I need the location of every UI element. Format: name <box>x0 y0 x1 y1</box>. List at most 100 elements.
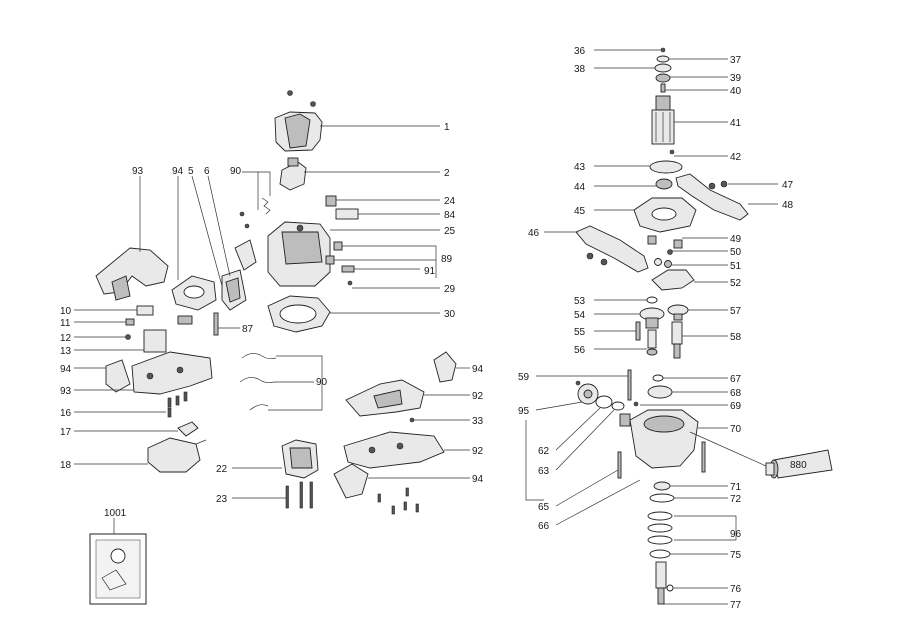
part-46-side-handle <box>575 225 649 273</box>
callout-2: 2 <box>444 168 450 179</box>
callout-96: 96 <box>730 529 742 540</box>
part-70-gear-housing <box>619 409 699 469</box>
part-33 <box>409 417 415 423</box>
part-91 <box>341 265 355 273</box>
callout-93-lower: 93 <box>60 386 72 397</box>
part-63 <box>611 401 625 411</box>
part-50 <box>667 249 673 255</box>
part-45-plate <box>633 197 697 233</box>
callout-11: 11 <box>60 318 71 329</box>
callout-84: 84 <box>444 210 456 221</box>
part-880-grease-tube <box>689 431 833 479</box>
callout-17: 17 <box>60 427 72 438</box>
part-48-side-handle <box>675 173 749 221</box>
part-87-pin <box>213 312 219 336</box>
callout-43: 43 <box>574 162 586 173</box>
callout-92-upper: 92 <box>472 391 484 402</box>
callout-57: 57 <box>730 306 742 317</box>
part-16-screws <box>167 391 188 418</box>
callout-76: 76 <box>730 584 742 595</box>
part-94-grip-right <box>433 351 457 383</box>
part-90-springs-lower <box>239 353 277 411</box>
part-42 <box>669 149 675 155</box>
part-95-crank <box>575 380 599 405</box>
part-51-b <box>664 260 672 268</box>
callout-5: 5 <box>188 166 194 177</box>
part-89-a <box>333 241 343 251</box>
part-51 <box>654 258 662 266</box>
callout-1001: 1001 <box>104 508 127 519</box>
callout-25: 25 <box>444 226 456 237</box>
callout-41: 41 <box>730 118 742 129</box>
callout-65: 65 <box>538 502 550 513</box>
callout-89: 89 <box>441 254 453 265</box>
callout-10: 10 <box>60 306 72 317</box>
part-22-armature <box>281 439 319 479</box>
part-40 <box>660 83 666 93</box>
part-39 <box>655 73 671 83</box>
part-93-handle-top <box>95 247 169 301</box>
part-94-cover-a <box>171 275 217 311</box>
part-65-pin <box>617 451 622 479</box>
screws-bottom <box>377 487 419 515</box>
part-94-grip-left <box>105 359 131 393</box>
part-49-b <box>673 239 683 249</box>
part-90-bracket <box>234 239 257 271</box>
part-93-handle-lower <box>131 351 213 395</box>
part-59-rod <box>627 369 632 401</box>
part-36 <box>660 47 666 53</box>
callout-13: 13 <box>60 346 72 357</box>
callout-94-a: 94 <box>172 166 184 177</box>
part-23-screws <box>285 481 313 509</box>
part-43 <box>649 160 683 174</box>
callout-94-bottom: 94 <box>472 474 484 485</box>
part-55 <box>635 321 641 341</box>
part-90-spring-top <box>239 197 271 229</box>
part-37 <box>656 55 670 63</box>
callout-90-top: 90 <box>230 166 242 177</box>
part-18-cable <box>147 437 207 473</box>
part-29-screw <box>347 280 353 286</box>
callout-16: 16 <box>60 408 72 419</box>
callout-66: 66 <box>538 521 550 532</box>
callout-12: 12 <box>60 333 72 344</box>
callout-49: 49 <box>730 234 742 245</box>
callout-95: 95 <box>518 406 530 417</box>
part-72 <box>649 493 675 503</box>
callout-52: 52 <box>730 278 742 289</box>
callout-46: 46 <box>528 228 540 239</box>
callout-92-lower: 92 <box>472 446 484 457</box>
callout-59: 59 <box>518 372 530 383</box>
callout-47: 47 <box>782 180 794 191</box>
part-10 <box>136 305 154 316</box>
callout-42: 42 <box>730 152 742 163</box>
part-58-shaft <box>671 321 683 359</box>
part-71 <box>653 481 671 491</box>
callout-94-right: 94 <box>472 364 484 375</box>
part-57-gear <box>667 304 689 321</box>
callout-72: 72 <box>730 494 742 505</box>
part-77-spindle <box>655 561 667 605</box>
callout-880: 880 <box>790 460 807 471</box>
callout-50: 50 <box>730 247 742 258</box>
part-68-gear <box>647 385 673 399</box>
part-65-pin-b <box>701 441 706 473</box>
part-84-label <box>335 208 359 220</box>
callout-93-top: 93 <box>132 166 144 177</box>
part-1001-box <box>89 533 147 605</box>
callout-29: 29 <box>444 284 456 295</box>
part-53 <box>646 296 658 304</box>
callout-6: 6 <box>204 166 210 177</box>
part-49 <box>647 235 657 245</box>
callout-48: 48 <box>782 200 794 211</box>
callout-36: 36 <box>574 46 586 57</box>
callout-30: 30 <box>444 309 456 320</box>
part-69 <box>633 401 639 407</box>
callout-71: 71 <box>730 482 742 493</box>
part-54-gear <box>639 307 665 329</box>
callout-24: 24 <box>444 196 456 207</box>
part-11 <box>125 318 135 326</box>
callout-40: 40 <box>730 86 742 97</box>
part-24 <box>325 195 337 207</box>
